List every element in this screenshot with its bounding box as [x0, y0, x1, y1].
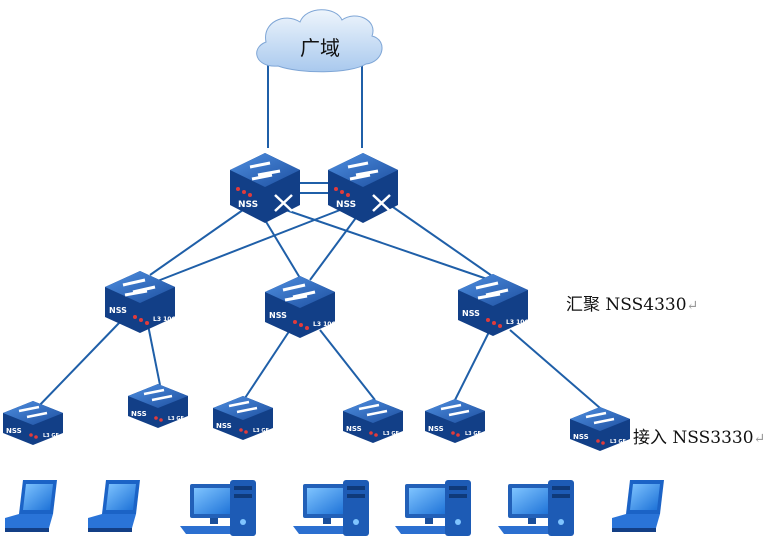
access-switch-2: NSS L3 GE: [128, 384, 188, 428]
link-core-left-agg-3: [279, 207, 491, 281]
aggregation-switch-2: NSS L3 10G: [265, 276, 336, 338]
aggregation-layer-label: 汇聚 NSS4330↵: [566, 290, 698, 315]
access-switch-1: NSS L3 GE: [3, 401, 63, 445]
link-agg2-access4: [319, 329, 376, 401]
link-agg3-access5: [454, 329, 491, 401]
link-core-left-agg-2: [261, 214, 301, 279]
link-agg2-access3: [244, 329, 291, 399]
link-core-right-agg-3: [389, 204, 496, 279]
access-switch-2-sub: L3 GE: [168, 416, 185, 422]
aggregation-switch-3-sub: L3 10G: [506, 319, 529, 326]
link-core-left-agg-1: [149, 204, 251, 276]
access-switch-5-tag: NSS: [428, 425, 444, 433]
access-layer-label: 接入 NSS3330↵: [633, 423, 765, 448]
access-label-text: 接入 NSS3330: [633, 428, 754, 448]
desktop-computer-icon: [395, 480, 471, 536]
access-switch-4-sub: L3 GE: [383, 431, 400, 437]
laptop-icon: [612, 480, 664, 532]
core-switch-left: NSS: [230, 153, 300, 223]
laptop-icon: [88, 480, 140, 532]
network-links: [34, 60, 601, 411]
aggregation-switch-3: NSS L3 10G: [458, 274, 529, 336]
core-switch-left-tag: NSS: [238, 200, 258, 210]
access-switch-6-sub: L3 GE: [610, 439, 627, 445]
access-switch-5: NSS L3 GE: [425, 399, 485, 443]
link-core-right-agg-1: [154, 209, 341, 283]
access-switch-3: NSS L3 GE: [213, 396, 273, 440]
access-switch-1-tag: NSS: [6, 427, 22, 435]
desktop-computer-icon: [293, 480, 369, 536]
aggregation-label-text: 汇聚 NSS4330: [566, 295, 687, 315]
access-switch-4-tag: NSS: [346, 425, 362, 433]
wan-label: 广域: [300, 36, 340, 60]
link-core-right-agg-2: [309, 214, 359, 281]
access-switch-2-tag: NSS: [131, 410, 147, 418]
access-switch-4: NSS L3 GE: [343, 399, 403, 443]
aggregation-switch-2-tag: NSS: [269, 311, 287, 320]
return-mark: ↵: [753, 431, 766, 447]
access-switch-3-tag: NSS: [216, 422, 232, 430]
link-agg3-access6: [509, 329, 601, 409]
wan-cloud: 广域: [256, 9, 383, 73]
link-agg1-access2: [147, 324, 161, 386]
access-switch-6-tag: NSS: [573, 433, 589, 441]
return-mark: ↵: [686, 298, 699, 314]
core-switch-right: NSS: [328, 153, 398, 223]
aggregation-switch-3-tag: NSS: [462, 309, 480, 318]
aggregation-switch-1-sub: L3 10G: [153, 316, 176, 323]
access-switch-3-sub: L3 GE: [253, 428, 270, 434]
access-switch-6: NSS L3 GE: [570, 407, 630, 451]
aggregation-switch-2-sub: L3 10G: [313, 321, 336, 328]
aggregation-switch-1-tag: NSS: [109, 306, 127, 315]
core-switch-right-tag: NSS: [336, 200, 356, 210]
aggregation-switch-1: NSS L3 10G: [105, 271, 176, 333]
access-switch-5-sub: L3 GE: [465, 431, 482, 437]
link-agg1-access1: [34, 321, 121, 411]
access-switch-1-sub: L3 GE: [43, 433, 60, 439]
desktop-computer-icon: [498, 480, 574, 536]
laptop-icon: [5, 480, 57, 532]
desktop-computer-icon: [180, 480, 256, 536]
